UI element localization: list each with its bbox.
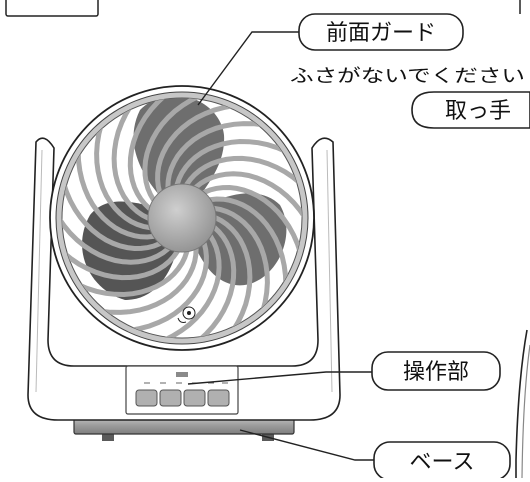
guard-rib [174, 138, 290, 187]
guard-rib [184, 155, 302, 187]
control-panel [125, 365, 239, 415]
handle-label: 取っ手 [445, 99, 511, 124]
guard-rib [208, 196, 289, 289]
stand-inner-edge [35, 149, 43, 393]
warning-label: ふさがないでください [290, 66, 525, 87]
hub [147, 183, 217, 253]
guard-screw-icon [177, 306, 196, 323]
front-guard [49, 85, 315, 351]
partial-object-right-inner [521, 344, 530, 479]
guard-rib [94, 121, 152, 231]
guard-rib [155, 103, 237, 195]
guard-rib [213, 215, 253, 334]
leader-front-guard [197, 31, 300, 106]
control-button-icon[interactable] [135, 389, 158, 407]
partial-box-top-left [5, 0, 99, 17]
guard-rib [62, 214, 171, 265]
front-guard-label: 前面ガード [326, 21, 436, 46]
guard-rib [142, 98, 204, 203]
guard-rib [193, 171, 302, 222]
callout-control-panel: 操作部 [371, 351, 501, 391]
callout-handle: 取っ手 [411, 91, 530, 129]
guard-rib [74, 249, 190, 298]
leader-lines [187, 31, 375, 461]
control-panel-label: 操作部 [403, 360, 469, 385]
stand-body [27, 137, 341, 421]
guard-rib [62, 179, 163, 252]
guard-rib [75, 147, 156, 240]
leader-base [239, 429, 375, 461]
guard-rib [127, 241, 209, 333]
callout-front-guard: 前面ガード [298, 13, 464, 51]
guard-rib [62, 249, 180, 281]
control-button-icon[interactable] [159, 389, 182, 407]
control-button-icon[interactable] [207, 389, 230, 407]
partial-object-right [515, 329, 528, 478]
guard-rib [160, 233, 222, 338]
leader-control-panel [187, 371, 372, 385]
base [73, 417, 295, 441]
guard-rib [111, 102, 151, 221]
guard-rib [201, 184, 302, 257]
guard-rib [97, 246, 199, 315]
guard-rib [212, 205, 270, 315]
control-button-icon[interactable] [183, 389, 206, 407]
guard-spiral-ribs [62, 98, 302, 338]
guard-rib [165, 121, 267, 190]
stand-inner-edge-right [326, 149, 333, 393]
callout-base: ベース [373, 441, 511, 481]
guard-rib [196, 225, 237, 338]
guard-rib [127, 98, 168, 211]
indicator-led-icon [176, 372, 188, 377]
base-label: ベース [410, 450, 475, 475]
